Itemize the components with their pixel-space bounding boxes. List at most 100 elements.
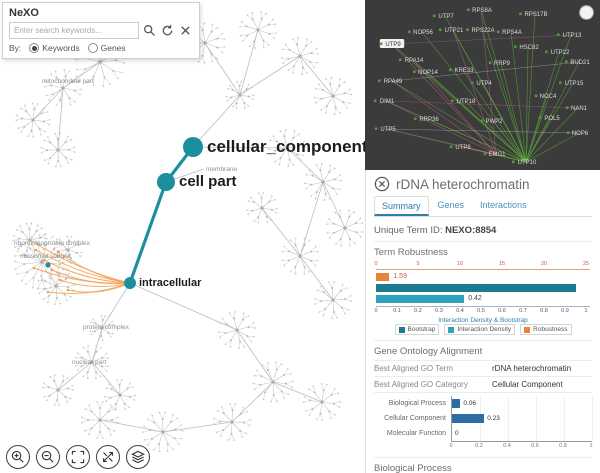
divider [374,457,592,458]
legend-item-interaction-density[interactable]: Interaction Density [444,324,516,335]
gridline [508,396,509,411]
network-node-label[interactable]: RPA49 [384,79,403,85]
network-node-label[interactable]: NOC4 [540,94,557,100]
tree-node-cell-part[interactable] [157,173,175,191]
tree-node-label[interactable]: intracellular [139,277,202,289]
network-node-label[interactable]: RPS4A [502,30,522,36]
network-node-label[interactable]: DIM1 [380,99,395,105]
network-node-label[interactable]: EMG1 [488,152,506,158]
tree-term-label[interactable]: protein complex [83,324,129,331]
network-node-label[interactable]: UTP13 [563,33,582,39]
robustness-top-tick: 5 [416,261,420,267]
network-node-label[interactable]: UTP7 [438,14,454,20]
radio-genes[interactable]: Genes [87,43,126,53]
alignment-category-label: Biological Process [388,400,446,407]
network-node-label[interactable]: UTP22 [551,50,570,56]
network-node-label[interactable]: UTP4 [476,81,492,87]
legend-item-bootstrap[interactable]: Bootstrap [394,324,440,335]
network-node-label[interactable]: UTP15 [565,81,584,87]
network-node-label[interactable]: NOP6 [572,131,589,137]
tab-summary[interactable]: Summary [374,196,429,216]
tree-term-label[interactable]: ribosomal subunit [20,253,71,260]
network-node-label[interactable]: RPS22A [471,28,494,34]
gridline [536,411,537,426]
network-node-label[interactable]: PWP2 [485,119,503,125]
alignment-bar-cellular-component [452,414,485,423]
ontology-tree-canvas[interactable] [0,0,365,473]
network-node-label[interactable]: UTP5 [380,127,396,133]
network-reset-button[interactable] [579,5,594,20]
alignment-axis-tick: 0 [449,443,453,449]
network-node-label[interactable]: RRP9 [494,61,511,67]
network-node-label[interactable]: RPS17B [524,12,547,18]
bar-value-label: 1.59 [393,273,407,280]
radio-keywords-circle[interactable] [29,43,40,53]
gridline [592,426,593,441]
tree-term-label[interactable]: nuclear part [72,359,107,366]
zoom-out-button[interactable] [36,445,60,469]
tab-genes[interactable]: Genes [437,200,465,210]
fit-to-screen-button[interactable] [66,445,90,469]
robustness-bottom-tick: 0.5 [477,308,485,314]
gridline [480,426,481,441]
tree-node-cellular-component[interactable] [183,137,203,157]
network-node-label[interactable]: HSC82 [519,45,539,51]
network-node-label[interactable]: RPA14 [405,58,424,64]
search-icon[interactable] [142,23,157,38]
layers-button[interactable] [126,445,150,469]
gridline [564,411,565,426]
radio-keywords[interactable]: Keywords [29,43,80,53]
tree-node-label[interactable]: cell part [179,173,237,190]
alignment-bar-value: 0 [455,430,459,437]
network-node-label[interactable]: RPS8A [472,8,492,14]
network-node-label[interactable]: POL5 [544,116,560,122]
tree-node-label[interactable]: cellular_component [207,137,365,156]
network-node-label[interactable]: BUD21 [570,60,590,66]
zoom-in-button[interactable] [6,445,30,469]
network-node-label[interactable]: UTP8 [455,145,471,151]
network-node-label[interactable]: NOP14 [418,70,438,76]
network-node-label[interactable]: UTP21 [445,28,464,34]
tab-interactions[interactable]: Interactions [480,200,527,210]
radio-genes-label: Genes [100,43,126,53]
network-node-label[interactable]: UTP10 [518,160,537,166]
network-node-label[interactable]: NAN1 [571,106,588,112]
robustness-top-tick: 15 [498,261,506,267]
robustness-bottom-tick: 0 [374,308,378,314]
go-table-label: Best Aligned GO Category [374,380,468,389]
tree-node-intracellular[interactable] [124,277,136,289]
robustness-axis-label: Interaction Density & Bootstrap [438,317,528,324]
reset-view-button[interactable] [96,445,120,469]
divider [374,340,592,341]
network-node-label[interactable]: UTP9 [385,42,401,48]
alignment-bar-value: 0.06 [463,400,477,407]
network-node-label[interactable]: UTP18 [457,99,476,105]
tree-term-label[interactable]: membrane [206,166,238,173]
robustness-bottom-tick: 1 [584,308,588,314]
gridline [564,396,565,411]
close-search-icon[interactable] [178,23,193,38]
tree-term-label[interactable]: ribonucleoprotein complex [14,240,90,247]
network-node-label[interactable]: RRP36 [419,117,439,123]
legend-item-robustness[interactable]: Robustness [520,324,572,335]
robustness-top-tick: 10 [456,261,464,267]
tree-term-label[interactable]: mitochondrial part [42,78,94,85]
legend-swatch [524,326,531,333]
biological-process-heading: Biological Process [374,463,452,473]
gene-network-panel[interactable]: RPS8A UTP7 RPS17B NOP56 UTP21 RPS22A RPS4A UTP1… [365,0,600,170]
alignment-axis-tick: 0.4 [503,443,511,449]
close-details-icon[interactable] [374,176,390,192]
network-node-label[interactable]: NOP56 [413,30,433,36]
radio-genes-circle[interactable] [87,43,98,53]
gene-network-canvas[interactable]: RPS8A UTP7 RPS17B NOP56 UTP21 RPS22A RPS4A UTP1… [365,0,600,170]
alignment-axis-tick: 0.6 [531,443,539,449]
network-node-label[interactable]: KRE33 [454,68,474,74]
robustness-legend: Bootstrap Interaction Density Robustness [374,324,592,335]
refresh-icon[interactable] [160,23,175,38]
search-input[interactable] [9,22,139,39]
gridline [508,426,509,441]
